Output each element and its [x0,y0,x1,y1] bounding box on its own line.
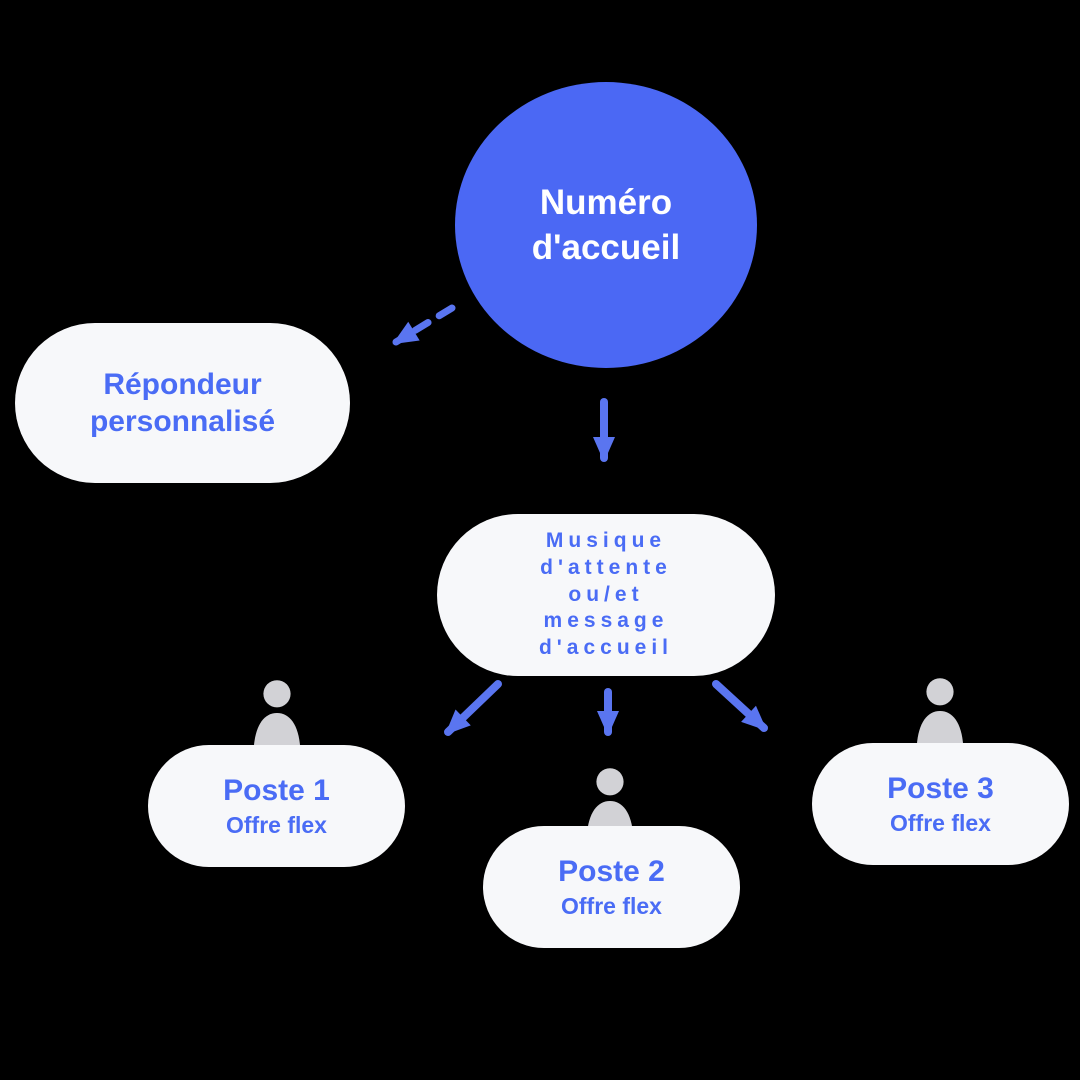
node-repondeur-personnalise: Répondeur personnalisé [15,323,350,483]
arrow-to-poste-3-icon [712,680,768,732]
repondeur-label: Répondeur personnalisé [89,367,276,439]
musique-line: d'accueil [538,635,674,659]
poste-title: Poste 2 [558,854,665,888]
person-icon [900,668,980,762]
node-numero-accueil: Numéro d'accueil [455,82,757,368]
poste-title: Poste 1 [223,773,330,807]
node-poste-2: Poste 2 Offre flex [483,826,740,948]
poste-subtitle: Offre flex [226,811,327,838]
person-icon [237,670,317,764]
node-musique-attente: Musique d'attente ou/et message d'accuei… [437,514,775,676]
arrow-to-poste-1-icon [444,680,502,736]
poste-subtitle: Offre flex [890,809,991,836]
arrow-to-repondeur-icon [392,304,456,346]
node-poste-3: Poste 3 Offre flex [812,743,1069,865]
node-poste-1: Poste 1 Offre flex [148,745,405,867]
poste-title: Poste 3 [887,771,994,805]
musique-line: d'attente [540,556,672,580]
musique-line: message [543,609,669,633]
numero-accueil-label: Numéro d'accueil [531,182,681,268]
musique-line: ou/et [568,582,644,606]
poste-subtitle: Offre flex [561,892,662,919]
musique-line: Musique [545,529,667,553]
